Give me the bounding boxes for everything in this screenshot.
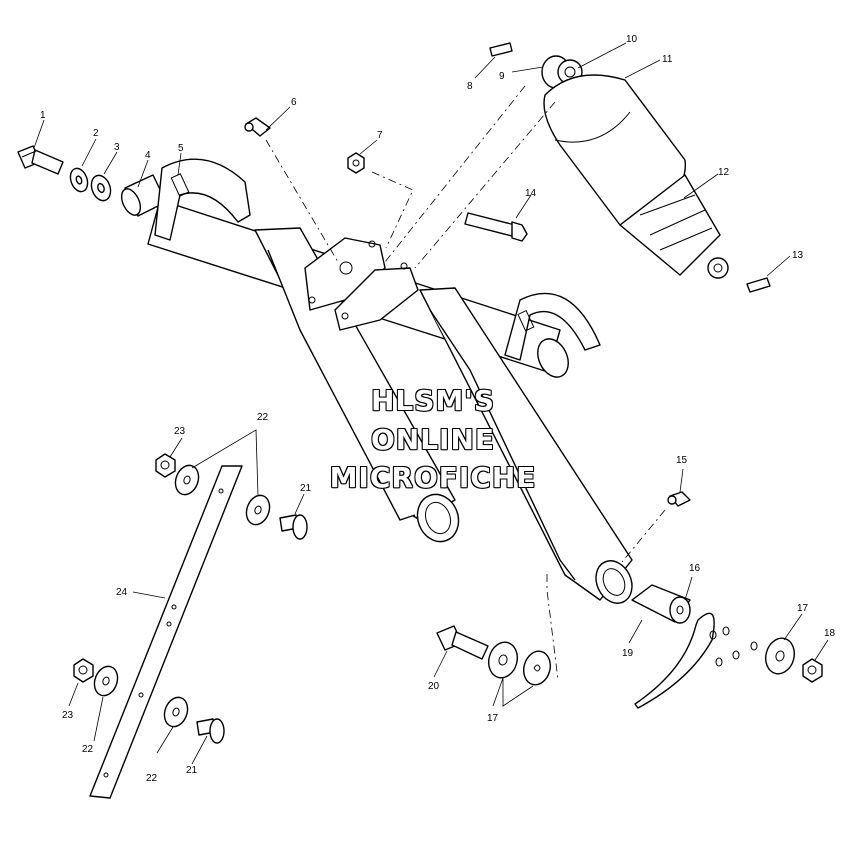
callout-17-bottom: 17	[487, 713, 499, 724]
callout-23-top: 23	[174, 426, 186, 437]
part-19-wear-strip[interactable]	[634, 612, 715, 709]
part-3-washer[interactable]	[88, 173, 114, 204]
part-14-bolt[interactable]	[464, 212, 528, 242]
callout-9: 9	[499, 71, 505, 82]
assembly-lines	[265, 85, 666, 681]
callout-24: 24	[116, 587, 128, 598]
watermark-line-1: HLSM'S	[370, 384, 496, 417]
callout-22-left: 22	[82, 744, 94, 755]
callout-22-bottom: 22	[146, 773, 158, 784]
callout-12: 12	[718, 167, 730, 178]
part-4-bushing[interactable]	[118, 174, 167, 218]
callout-11: 11	[662, 54, 673, 65]
small-washers	[709, 626, 758, 667]
part-21-rivet-top[interactable]	[279, 514, 308, 540]
part-8-pin[interactable]	[489, 42, 513, 57]
part-5-swing-arm[interactable]	[147, 158, 639, 609]
part-17-washers-bottom[interactable]	[485, 639, 554, 688]
callout-10: 10	[626, 34, 638, 45]
part-22-washer-a[interactable]	[172, 462, 203, 498]
part-17-washer-right[interactable]	[762, 635, 798, 677]
shock-absorber[interactable]	[541, 55, 729, 279]
callout-8: 8	[467, 81, 473, 92]
part-20-bolt[interactable]	[436, 625, 489, 660]
callout-16: 16	[689, 563, 701, 574]
callout-15: 15	[676, 455, 688, 466]
callout-2: 2	[93, 128, 99, 139]
callout-17-right: 17	[797, 603, 809, 614]
part-13-pin[interactable]	[746, 277, 771, 293]
callout-7: 7	[377, 130, 383, 141]
part-22-washer-b[interactable]	[243, 492, 274, 528]
part-18-nut[interactable]	[802, 658, 823, 683]
callout-14: 14	[525, 188, 537, 199]
callout-21-top: 21	[300, 483, 312, 494]
callout-23-bottom: 23	[62, 710, 74, 721]
callout-13: 13	[792, 250, 804, 261]
part-23-nut-bottom[interactable]	[73, 658, 94, 683]
callout-4: 4	[145, 150, 151, 161]
part-15-grease-fitting[interactable]	[667, 491, 691, 507]
callout-18: 18	[824, 628, 836, 639]
callout-19: 19	[622, 648, 634, 659]
watermark-line-3: MICROFICHE	[329, 461, 537, 494]
part-16-spacer[interactable]	[631, 584, 691, 624]
callouts: 1 2 3 4 5 6 7 8 9 10 11 12 13 14 15 16 1…	[40, 34, 836, 784]
callout-22-top: 22	[257, 412, 269, 423]
callout-5: 5	[178, 143, 184, 154]
part-7-nut[interactable]	[347, 152, 365, 174]
part-1-bolt[interactable]	[17, 145, 64, 175]
part-22-washer-c[interactable]	[91, 663, 122, 699]
callout-1: 1	[40, 110, 46, 121]
part-21-rivet-bottom[interactable]	[196, 718, 225, 744]
part-12-shock-body[interactable]	[619, 174, 721, 276]
part-2-washer[interactable]	[67, 166, 90, 194]
part-6-grease-fitting[interactable]	[244, 117, 271, 137]
part-24-strip[interactable]	[89, 465, 243, 799]
callout-20: 20	[428, 681, 440, 692]
part-22-washer-d[interactable]	[161, 694, 192, 730]
callout-21-bottom: 21	[186, 765, 198, 776]
leader-lines	[33, 42, 829, 765]
callout-3: 3	[114, 142, 120, 153]
callout-6: 6	[291, 97, 297, 108]
part-23-nut-top[interactable]	[155, 453, 176, 478]
watermark-line-2: ONLINE	[370, 423, 496, 456]
